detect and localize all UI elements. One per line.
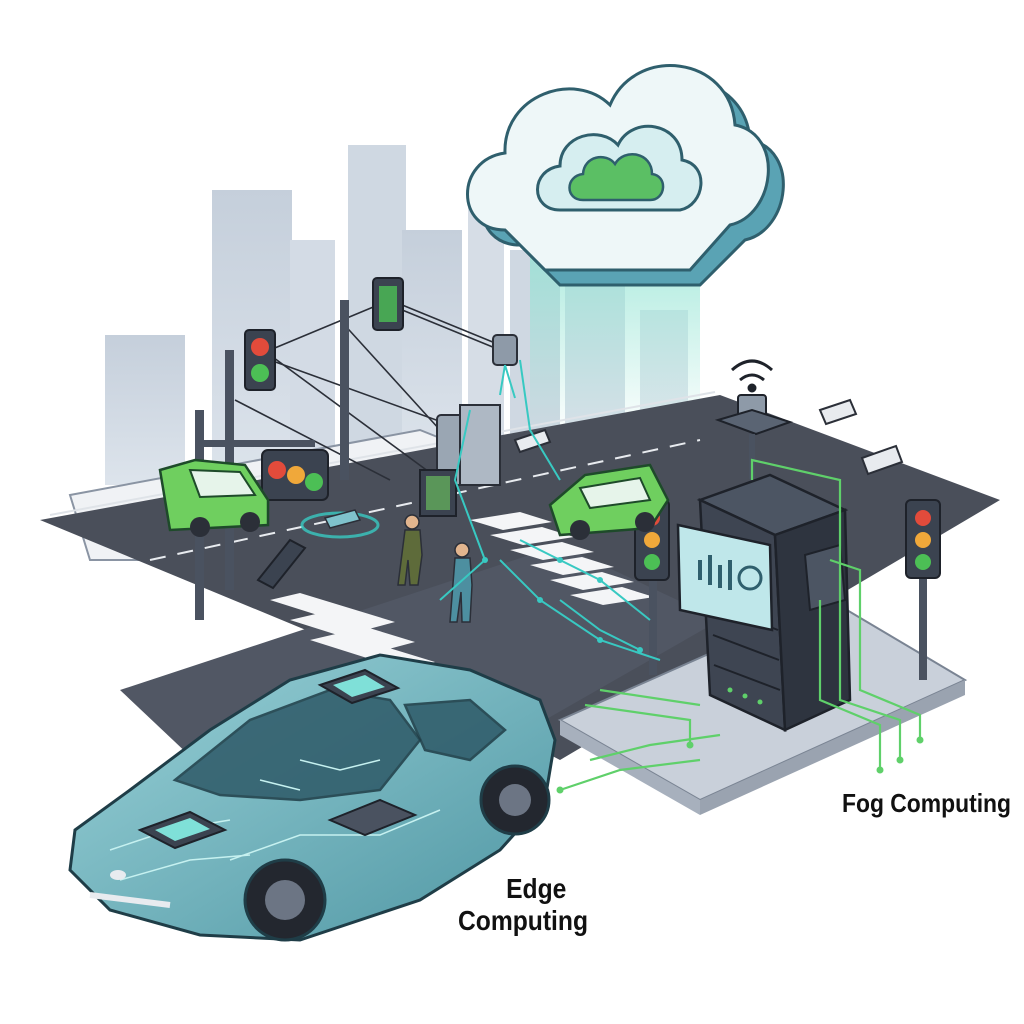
edge-data-streams: [439, 359, 661, 661]
cloud-icon: [466, 64, 785, 287]
sensor-icon: [436, 404, 501, 486]
edge-label-line1: Edge: [506, 873, 567, 904]
security-camera-icon: [513, 398, 904, 476]
fog-computing-label: Fog Computing: [842, 788, 1012, 818]
fog-antenna-node: [714, 394, 794, 479]
dashboard-monitor-icon: [676, 523, 774, 632]
traffic-light-icon: [244, 329, 276, 391]
kiosk-display: [419, 469, 457, 517]
green-van: [548, 463, 670, 540]
edge-data-nodes: [482, 557, 643, 653]
cloud-data-beam: [530, 240, 700, 440]
fog-connection-nodes: [556, 736, 924, 794]
fog-connection-lines: [559, 458, 922, 792]
edge-computing-label: Edge Computing: [458, 873, 588, 937]
sensor-icon: [492, 334, 518, 399]
building: [105, 335, 185, 485]
drone-icon: [300, 509, 380, 539]
microchip-icon: [137, 810, 228, 850]
edge-car: [68, 653, 557, 942]
edge-label-line2: Computing: [458, 905, 589, 937]
pedestrian-icon: [449, 542, 473, 623]
tablet-display: [256, 538, 307, 590]
wifi-signal-icon: [730, 359, 774, 393]
traffic-light-icon: [905, 499, 941, 680]
microchip-icon: [317, 668, 401, 705]
microchip-icon: [327, 798, 418, 837]
traffic-light-icon: [261, 449, 329, 501]
pedestrian-icon: [397, 514, 423, 586]
traffic-light-icon: [372, 277, 404, 331]
signal-network-cables: [234, 299, 501, 481]
green-car-left: [158, 458, 270, 537]
